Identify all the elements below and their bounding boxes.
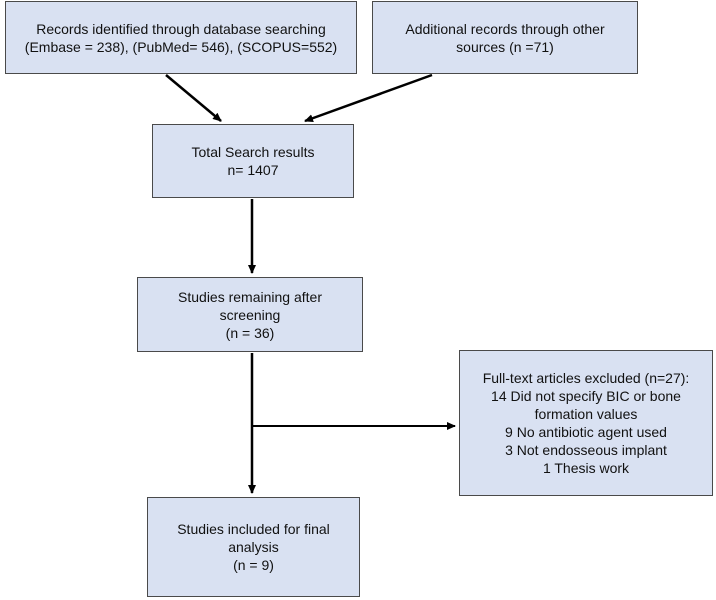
additional-records-line-1: Additional records through other [405,20,605,37]
excluded-line-6: 1 Thesis work [542,460,630,476]
records-identified-box: Records identified through database sear… [5,1,357,74]
arrow-additional-to-total [304,73,433,123]
records-identified-line-1: Records identified through database sear… [36,20,326,37]
total-search-line-2: n= 1407 [227,162,279,178]
screening-line-2: screening [219,306,281,323]
arrow-records-to-total [165,74,222,122]
excluded-line-2: 14 Did not specify BIC or bone [491,388,681,404]
included-line-1: Studies included for final [177,521,330,537]
additional-records-line-2: sources (n =71) [456,38,554,55]
total-search-line-1: Total Search results [191,144,315,160]
included-line-2: analysis [228,539,279,555]
excluded-line-3: formation values [534,406,638,422]
additional-records-box: Additional records through other sources… [372,1,638,74]
excluded-line-5: 3 Not endosseous implant [505,442,667,458]
screening-line-3: (n = 36) [225,324,275,341]
studies-included-box: Studies included for final analysis (n =… [147,497,360,597]
studies-after-screening-box: Studies remaining after screening (n = 3… [137,277,363,352]
screening-line-1: Studies remaining after [178,288,322,305]
excluded-line-4: 9 No antibiotic agent used [505,424,667,440]
included-line-3: (n = 9) [233,557,274,573]
articles-excluded-box: Full-text articles excluded (n=27): 14 D… [459,350,713,496]
total-search-results-box: Total Search results n= 1407 [152,124,354,198]
excluded-line-1: Full-text articles excluded (n=27): [482,370,690,386]
records-identified-line-2: (Embase = 238), (PubMed= 546), (SCOPUS=5… [24,38,338,55]
